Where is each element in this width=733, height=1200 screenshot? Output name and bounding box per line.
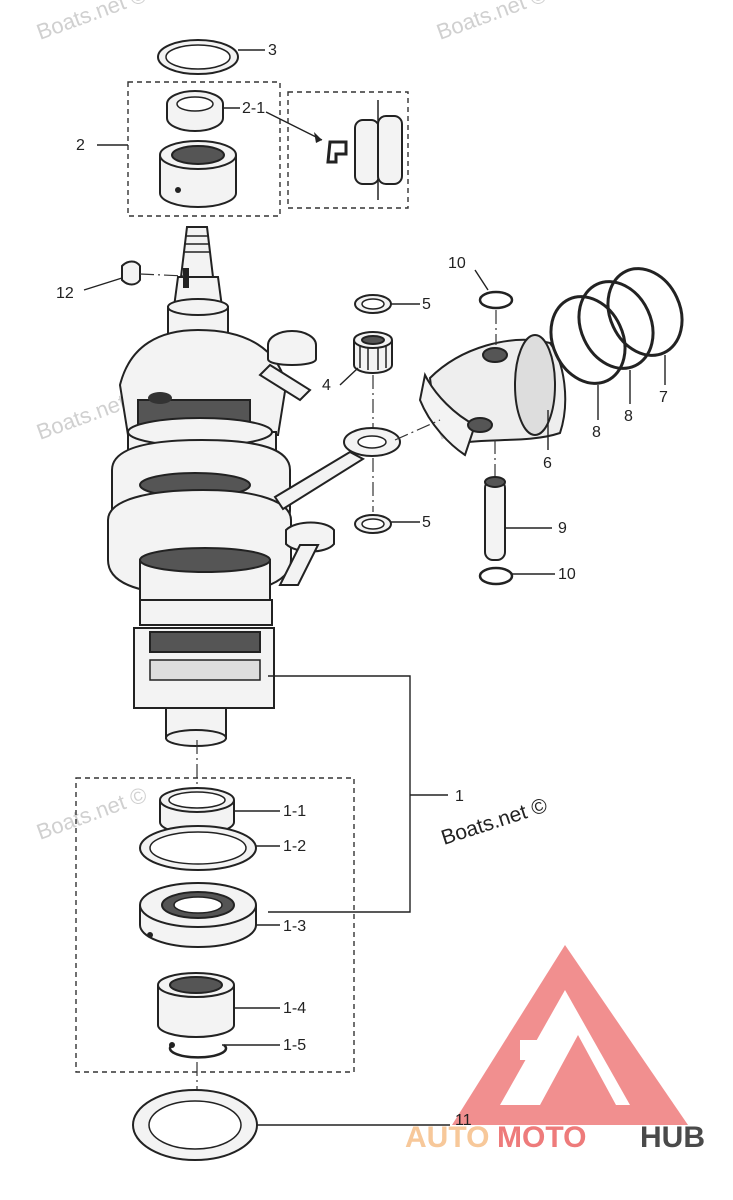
callout-8-right: 8 bbox=[624, 408, 633, 425]
piston: 6 bbox=[394, 334, 567, 472]
automotohub-logo: AUTO MOTO HUB bbox=[405, 945, 705, 1154]
callout-9: 9 bbox=[558, 520, 567, 537]
callout-4: 4 bbox=[322, 377, 331, 394]
watermark-text: Boats.net © bbox=[433, 0, 550, 45]
callout-1-5: 1-5 bbox=[283, 1037, 306, 1054]
callout-3: 3 bbox=[268, 42, 277, 59]
seal-ring: 3 bbox=[157, 39, 277, 75]
callout-1-1: 1-1 bbox=[283, 803, 306, 820]
logo-text-auto: AUTO bbox=[405, 1121, 489, 1154]
piston-pin: 9 bbox=[484, 440, 567, 561]
callout-1-3: 1-3 bbox=[283, 918, 306, 935]
washer-bottom: 5 bbox=[354, 514, 431, 534]
logo-text-moto: MOTO bbox=[497, 1121, 586, 1154]
lower-roller-bearing: 1-4 bbox=[157, 972, 306, 1038]
upper-bushing bbox=[159, 140, 237, 208]
pin-detail-box bbox=[287, 91, 409, 209]
piston-rings: 8 8 7 bbox=[549, 267, 684, 441]
callout-10-top: 10 bbox=[448, 255, 466, 272]
logo-text-hub: HUB bbox=[640, 1121, 705, 1154]
callout-7: 7 bbox=[659, 389, 668, 406]
retaining-ring: 1-5 bbox=[168, 1037, 306, 1059]
callout-1-2: 1-2 bbox=[283, 838, 306, 855]
thrust-washer: 1-2 bbox=[139, 825, 306, 871]
callout-10-bottom: 10 bbox=[558, 566, 576, 583]
callout-6: 6 bbox=[543, 455, 552, 472]
circlip-top: 10 bbox=[448, 255, 514, 345]
connecting-rod-upper bbox=[258, 330, 317, 402]
circlip-bottom: 10 bbox=[478, 566, 576, 586]
callout-1: 1 bbox=[455, 788, 464, 805]
callout-2: 2 bbox=[76, 137, 85, 154]
connecting-rod bbox=[273, 427, 401, 586]
callout-5-top: 5 bbox=[422, 296, 431, 313]
lower-bearing-kit-box bbox=[75, 777, 355, 1073]
small-end-needle-bearing: 4 bbox=[322, 331, 393, 394]
callout-2-1: 2-1 bbox=[242, 100, 265, 117]
callout-12: 12 bbox=[56, 285, 74, 302]
roller-pin-pair bbox=[354, 100, 403, 200]
bottom-thrust-ring: 11 bbox=[132, 1089, 472, 1161]
ball-bearing: 1-3 bbox=[139, 882, 306, 948]
callout-5-bottom: 5 bbox=[422, 514, 431, 531]
washer-top: 5 bbox=[354, 294, 431, 314]
lower-seal-sleeve: 1-1 bbox=[159, 787, 306, 835]
watermark-text: Boats.net © bbox=[33, 782, 150, 845]
woodruff-key: 12 bbox=[56, 260, 186, 302]
crankshaft bbox=[107, 226, 292, 800]
callout-8-left: 8 bbox=[592, 424, 601, 441]
callout-1-4: 1-4 bbox=[283, 1000, 306, 1017]
callout-11: 11 bbox=[455, 1112, 472, 1129]
watermark-text: Boats.net © bbox=[33, 0, 150, 45]
upper-needle-bearing: 2-1 bbox=[166, 90, 265, 132]
bearing-kit-box bbox=[127, 81, 281, 217]
